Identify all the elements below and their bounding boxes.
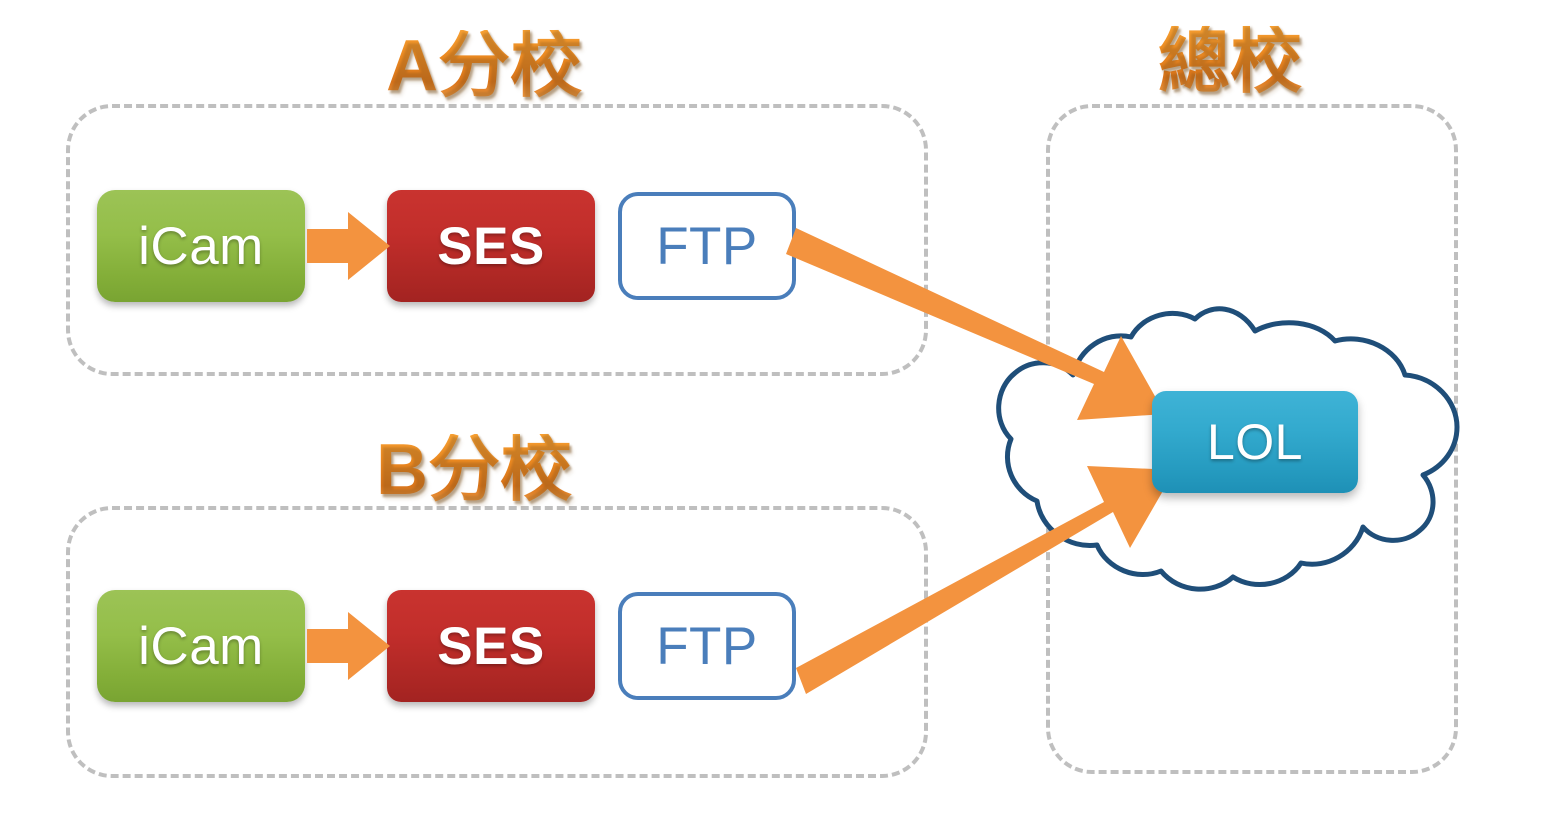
node-lol[interactable]: LOL bbox=[1152, 391, 1358, 493]
zone-title-hq: 總校 bbox=[1158, 22, 1303, 102]
node-ftp-b[interactable]: FTP bbox=[618, 592, 796, 700]
node-label: FTP bbox=[656, 216, 758, 276]
node-ses-b[interactable]: SES bbox=[387, 590, 595, 702]
node-label: iCam bbox=[138, 216, 264, 276]
node-ses-a[interactable]: SES bbox=[387, 190, 595, 302]
node-label: LOL bbox=[1206, 414, 1303, 470]
node-label: FTP bbox=[656, 616, 758, 676]
node-icam-b[interactable]: iCam bbox=[97, 590, 305, 702]
zone-title-a: A分校 bbox=[386, 26, 582, 106]
node-icam-a[interactable]: iCam bbox=[97, 190, 305, 302]
node-label: SES bbox=[437, 216, 545, 276]
node-label: iCam bbox=[138, 616, 264, 676]
node-ftp-a[interactable]: FTP bbox=[618, 192, 796, 300]
node-label: SES bbox=[437, 616, 545, 676]
zone-title-b: B分校 bbox=[376, 430, 572, 510]
